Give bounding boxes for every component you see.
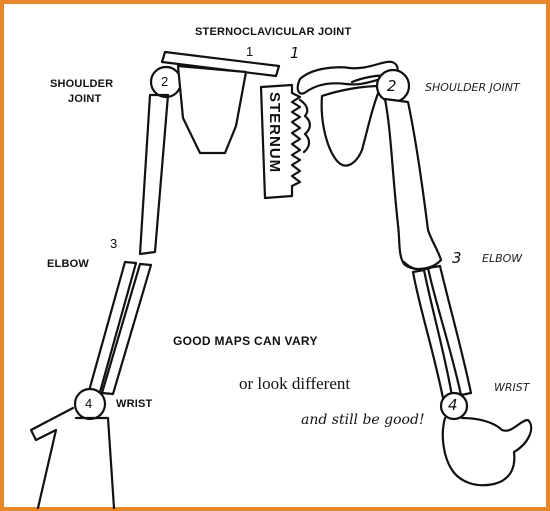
left-wrist-number: 4: [85, 396, 92, 411]
right-shoulder-number: 2: [387, 77, 397, 95]
right-sternal-edge: [300, 100, 310, 152]
left-sc-joint-number: 1: [246, 44, 253, 59]
right-elbow-label: ELBOW: [482, 252, 522, 265]
caption-headline: GOOD MAPS CAN VARY: [173, 334, 318, 348]
caption-line3: and still be good!: [301, 412, 425, 428]
left-elbow-label: ELBOW: [47, 258, 89, 270]
right-wrist-number: 4: [448, 396, 458, 414]
sternoclavicular-joint-label: STERNOCLAVICULAR JOINT: [195, 26, 351, 38]
left-shoulder-number: 2: [161, 74, 168, 89]
left-forearm-radius: [89, 262, 136, 392]
right-ulna: [428, 266, 471, 395]
left-shoulder-label-line2: JOINT: [68, 93, 101, 105]
left-wrist-label: WRIST: [116, 398, 152, 410]
sternum-label: STERNUM: [266, 92, 283, 173]
right-shoulder-label: SHOULDER JOINT: [425, 81, 520, 94]
caption-line2: or look different: [239, 374, 350, 394]
left-hand: [31, 408, 114, 508]
right-scapula: [322, 86, 381, 166]
left-scapula: [178, 66, 246, 153]
left-elbow-number: 3: [110, 236, 117, 251]
right-elbow-number: 3: [452, 249, 462, 267]
right-hand: [443, 418, 531, 485]
right-humerus: [385, 99, 441, 269]
right-sc-joint-number: 1: [290, 44, 300, 62]
right-wrist-label: WRIST: [494, 381, 529, 394]
left-humerus: [140, 95, 168, 254]
left-shoulder-label-line1: SHOULDER: [50, 78, 113, 90]
left-forearm-ulna: [102, 264, 151, 394]
